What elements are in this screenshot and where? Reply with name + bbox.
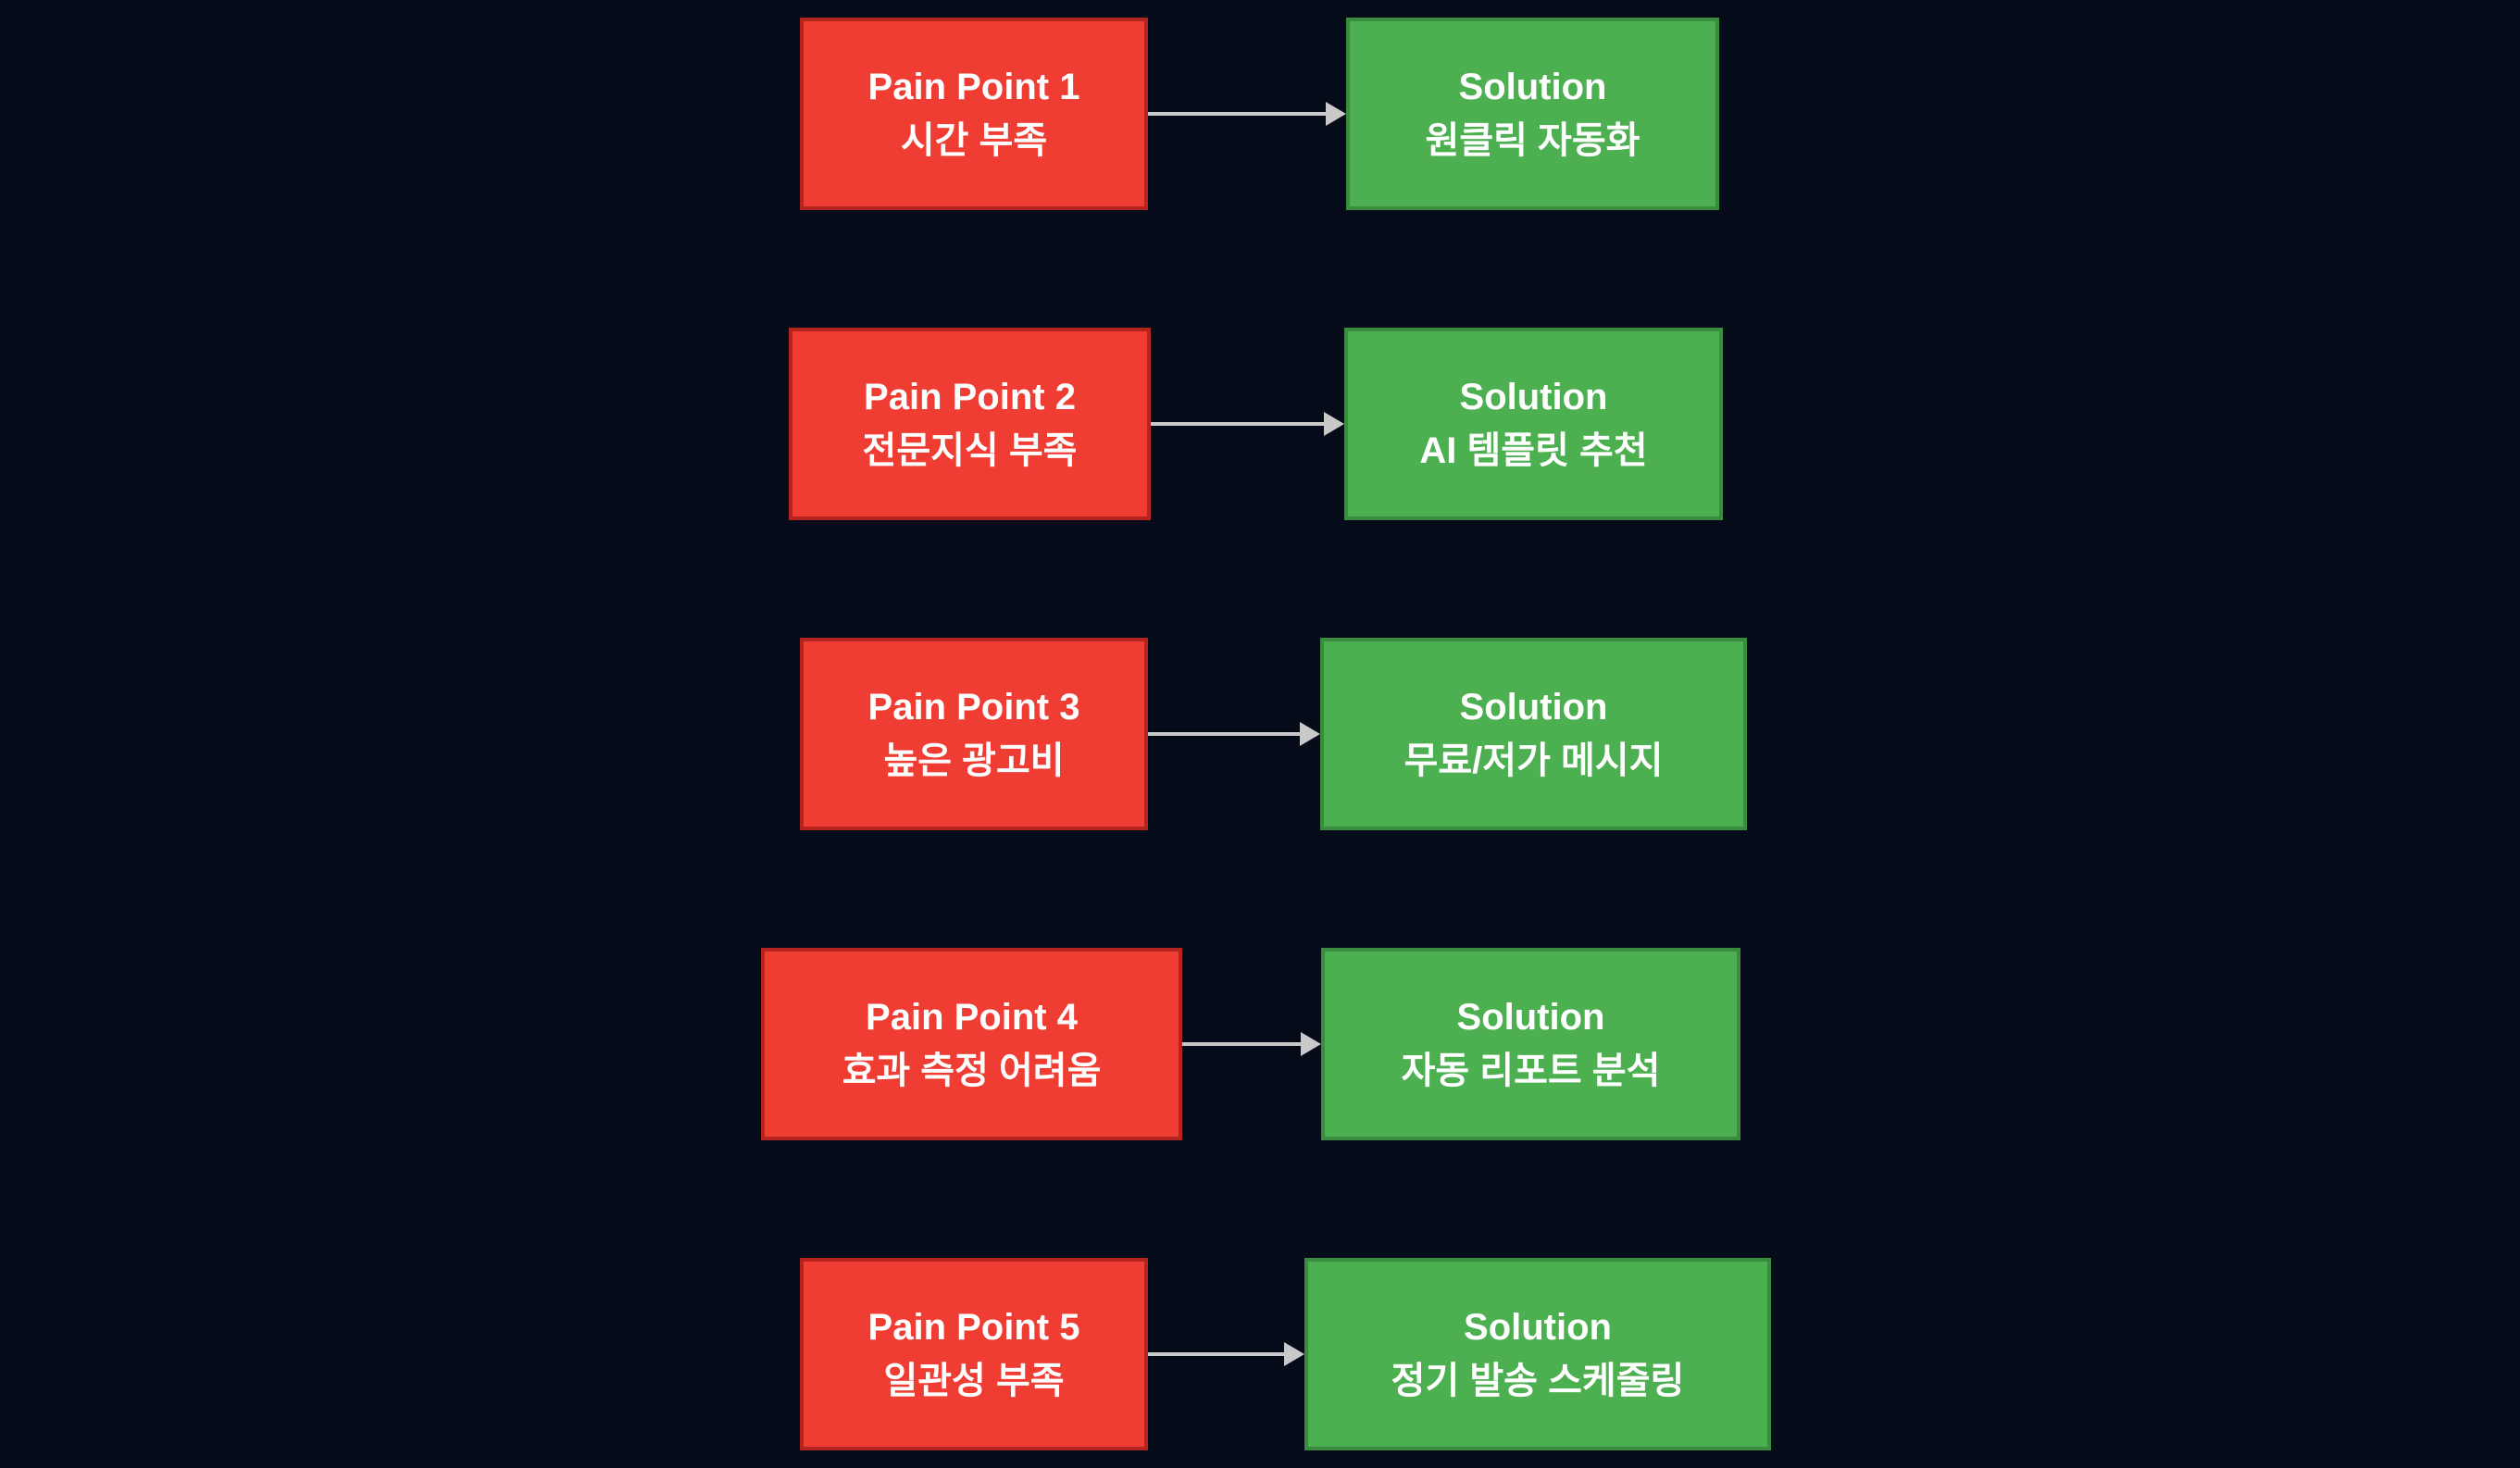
solution-label: 정기 발송 스케줄링	[1391, 1361, 1685, 1401]
pain-point-label: 높은 광고비	[883, 740, 1065, 781]
solution-box: Solution 무료/저가 메시지	[1320, 638, 1747, 830]
solution-label: 자동 리포트 분석	[1401, 1051, 1661, 1091]
arrow-connector	[1148, 1258, 1304, 1450]
pain-point-label: 일관성 부족	[883, 1361, 1065, 1401]
pain-point-label: 전문지식 부족	[862, 430, 1078, 471]
arrow-line	[1151, 422, 1324, 426]
solution-title: Solution	[1459, 687, 1608, 728]
arrow-connector	[1148, 638, 1320, 830]
pain-point-box: Pain Point 2 전문지식 부족	[789, 328, 1151, 520]
arrow-head	[1284, 1342, 1304, 1366]
solution-title: Solution	[1456, 997, 1605, 1038]
arrow-head	[1301, 1032, 1321, 1056]
pain-point-title: Pain Point 4	[866, 997, 1078, 1038]
arrow-connector	[1151, 328, 1344, 520]
arrow-line	[1148, 732, 1300, 736]
pain-point-title: Pain Point 1	[867, 67, 1080, 107]
arrow-head	[1324, 412, 1344, 436]
arrow-line	[1148, 1352, 1284, 1356]
pain-point-box: Pain Point 4 효과 측정 어려움	[761, 948, 1182, 1140]
arrow-connector	[1182, 948, 1321, 1140]
pain-point-label: 시간 부족	[900, 120, 1048, 161]
arrow-line	[1182, 1042, 1301, 1046]
pain-point-box: Pain Point 1 시간 부족	[800, 18, 1148, 210]
solution-box: Solution AI 템플릿 추천	[1344, 328, 1723, 520]
arrow-head	[1300, 722, 1320, 746]
arrow-connector	[1148, 18, 1346, 210]
arrow-head	[1326, 102, 1346, 126]
pain-point-box: Pain Point 3 높은 광고비	[800, 638, 1148, 830]
solution-box: Solution 정기 발송 스케줄링	[1304, 1258, 1771, 1450]
pain-point-title: Pain Point 2	[864, 377, 1076, 417]
solution-label: 원클릭 자동화	[1425, 120, 1640, 161]
solution-title: Solution	[1459, 377, 1608, 417]
solution-box: Solution 원클릭 자동화	[1346, 18, 1719, 210]
solution-title: Solution	[1464, 1307, 1612, 1348]
solution-title: Solution	[1458, 67, 1607, 107]
pain-point-box: Pain Point 5 일관성 부족	[800, 1258, 1148, 1450]
pain-point-label: 효과 측정 어려움	[842, 1051, 1102, 1091]
pain-point-title: Pain Point 5	[867, 1307, 1080, 1348]
solution-box: Solution 자동 리포트 분석	[1321, 948, 1740, 1140]
solution-label: AI 템플릿 추천	[1419, 430, 1648, 471]
arrow-line	[1148, 112, 1326, 116]
solution-label: 무료/저가 메시지	[1403, 740, 1664, 781]
pain-point-title: Pain Point 3	[867, 687, 1080, 728]
